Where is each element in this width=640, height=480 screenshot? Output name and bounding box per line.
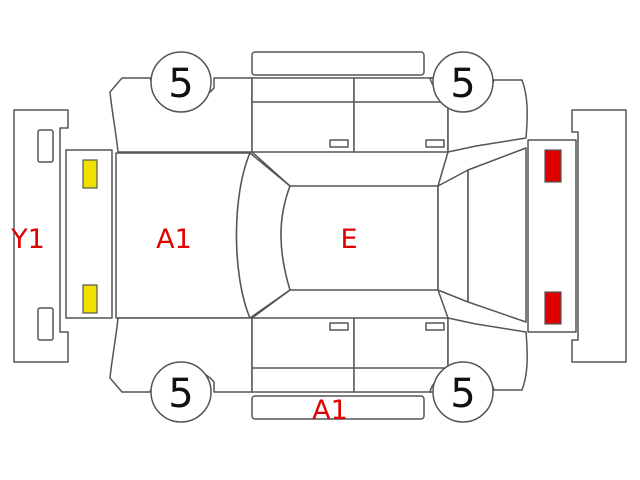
bottom-front-handle: [329, 322, 349, 331]
wheel-rear-left-rating: 5: [450, 61, 475, 107]
front-right-lamp-marker: [82, 284, 98, 314]
rear-lamp-panel: [527, 139, 577, 333]
hood-code: A1: [156, 224, 192, 255]
rear-glass-panel: [437, 169, 469, 303]
wheel-rear-right-rating: 5: [450, 371, 475, 417]
bottom-side-code: A1: [312, 395, 348, 426]
roof-panel: [280, 185, 439, 291]
bottom-rear-handle: [425, 322, 445, 331]
top-front-handle: [329, 139, 349, 148]
rear-left-lamp-marker: [544, 149, 562, 183]
top-side-profile: [109, 51, 528, 187]
front-bumper: [13, 109, 69, 363]
trunk-panel: [467, 147, 527, 323]
top-side-skirt: [251, 51, 425, 76]
wheel-front-left-rating: 5: [168, 61, 193, 107]
bottom-side-profile: [109, 289, 528, 420]
rear-right-lamp-marker: [544, 291, 562, 325]
roof-code: E: [340, 224, 357, 255]
rear-bumper: [571, 109, 627, 363]
front-bumper-code: Y1: [10, 224, 45, 255]
front-left-lamp-marker: [82, 159, 98, 189]
top-rear-handle: [425, 139, 445, 148]
wheel-front-right: 5: [150, 361, 212, 423]
front-lamp-panel: [65, 149, 113, 319]
wheel-rear-left: 5: [432, 51, 494, 113]
wheel-rear-right: 5: [432, 361, 494, 423]
wheel-front-left: 5: [150, 51, 212, 113]
wheel-front-right-rating: 5: [168, 371, 193, 417]
bottom-side-skirt: [251, 395, 425, 420]
